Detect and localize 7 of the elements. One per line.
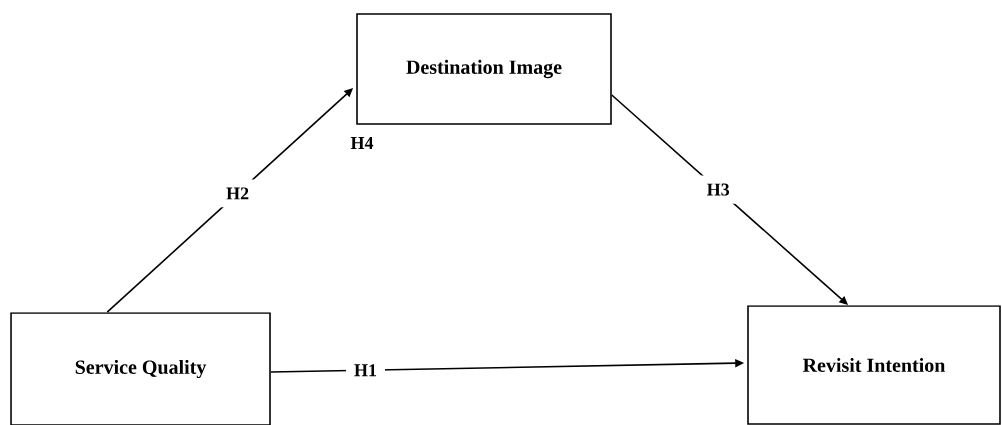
concept-box: Service Quality bbox=[10, 312, 271, 425]
concept-box: Revisit Intention bbox=[747, 305, 1001, 425]
edge-label: H3 bbox=[698, 175, 738, 204]
edge-label: H2 bbox=[218, 179, 258, 208]
hypothesis-label: H4 bbox=[350, 137, 374, 149]
concept-box: Destination Image bbox=[356, 13, 612, 125]
edge-label: H1 bbox=[346, 356, 385, 385]
